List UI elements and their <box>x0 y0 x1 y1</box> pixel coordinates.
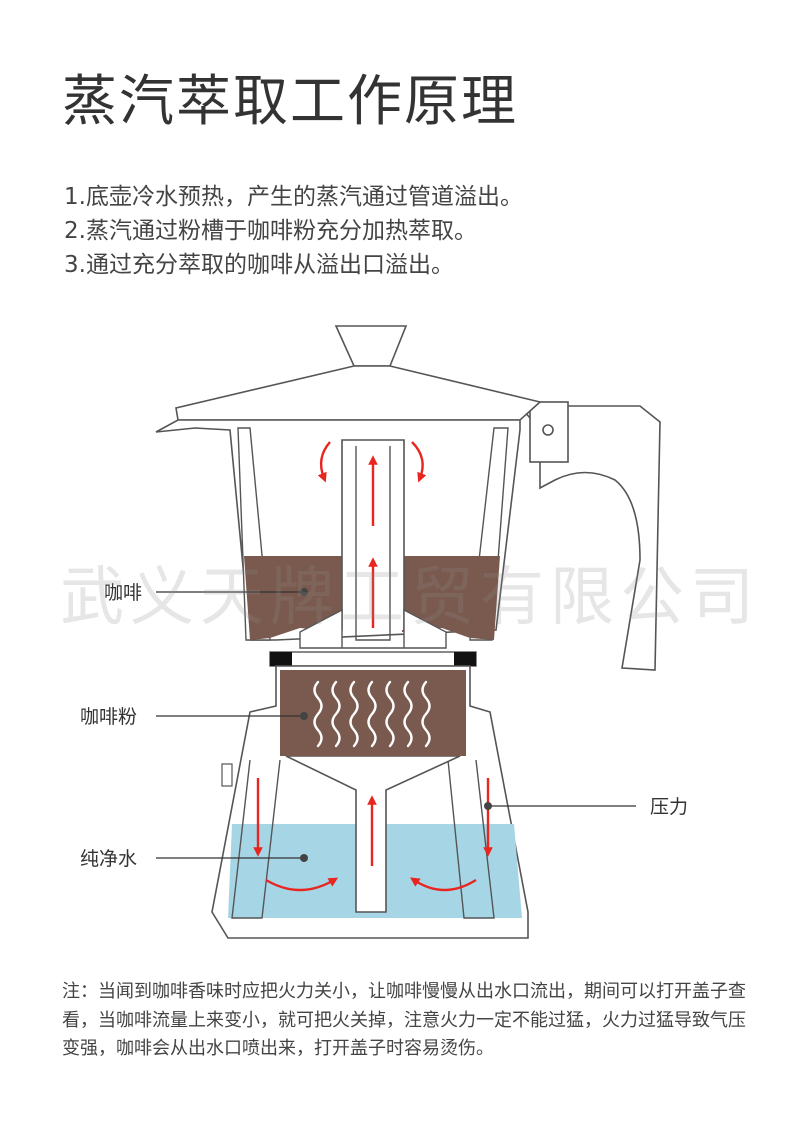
step-item: 1.底壶冷水预热，产生的蒸汽通过管道溢出。 <box>64 184 523 210</box>
label-leaders <box>156 591 636 859</box>
flow-arrows <box>253 441 493 892</box>
coffee-right <box>402 556 500 640</box>
steam-waves <box>313 680 431 748</box>
step-item: 3.通过充分萃取的咖啡从溢出口溢出。 <box>64 252 454 278</box>
lower-chamber <box>211 665 529 939</box>
arrow-curve-left <box>317 441 331 483</box>
note-text: 注：当闻到咖啡香味时应把火力关小，让咖啡慢慢从出水口流出，期间可以打开盖子查看，… <box>62 981 746 1059</box>
leader-dots <box>300 588 492 862</box>
moka-pot-diagram: 咖啡 咖啡粉 纯净水 压力 <box>80 325 688 939</box>
upper-chamber <box>155 419 521 649</box>
label-coffee-powder: 咖啡粉 <box>80 706 137 728</box>
coffee-left <box>244 556 342 640</box>
filter-plate <box>269 651 477 667</box>
page-title: 蒸汽萃取工作原理 <box>62 69 519 133</box>
arrow-swirl-left <box>265 877 339 892</box>
steps-list: 1.底壶冷水预热，产生的蒸汽通过管道溢出。 2.蒸汽通过粉槽于咖啡粉充分加热萃取… <box>64 180 523 282</box>
arrow-swirl-right <box>410 877 477 892</box>
lid <box>175 325 542 421</box>
arrow-curve-right <box>411 441 427 483</box>
label-pressure: 压力 <box>650 796 688 818</box>
label-pure-water: 纯净水 <box>80 848 137 870</box>
step-item: 2.蒸汽通过粉槽于咖啡粉充分加热萃取。 <box>64 218 477 244</box>
handle <box>518 401 661 671</box>
label-coffee: 咖啡 <box>104 582 142 604</box>
